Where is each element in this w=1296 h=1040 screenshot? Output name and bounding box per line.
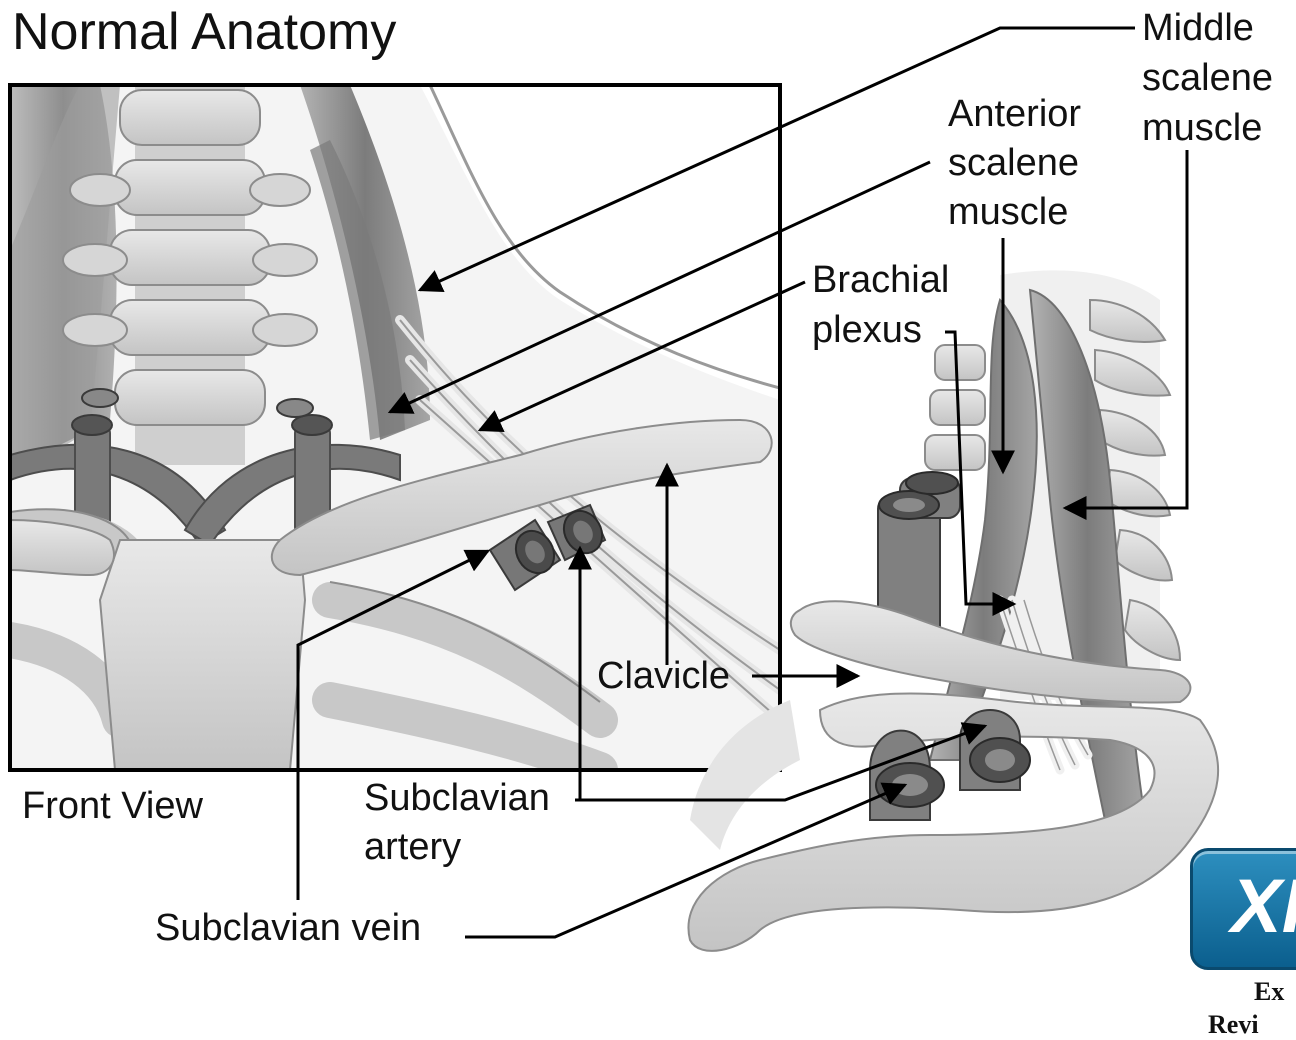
label-line: plexus	[812, 306, 922, 354]
front-view-label: Front View	[22, 782, 203, 830]
label-line: artery	[364, 823, 461, 871]
label-subclavian-vein: Subclavian vein	[155, 904, 421, 952]
label-line: Subclavian	[364, 774, 550, 822]
label-line: muscle	[948, 188, 1068, 236]
label-line: scalene	[948, 139, 1079, 187]
logo-badge: XI	[1190, 848, 1296, 970]
logo-caption-line: Ex	[1254, 977, 1284, 1007]
page-title: Normal Anatomy	[12, 2, 396, 62]
label-line: Middle	[1142, 4, 1254, 52]
label-clavicle: Clavicle	[597, 652, 730, 700]
label-line: Brachial	[812, 256, 949, 304]
label-line: Anterior	[948, 90, 1081, 138]
label-line: scalene	[1142, 54, 1273, 102]
label-line: muscle	[1142, 104, 1262, 152]
logo-badge-text: XI	[1231, 865, 1296, 949]
logo-caption-line: Revi	[1208, 1010, 1259, 1040]
